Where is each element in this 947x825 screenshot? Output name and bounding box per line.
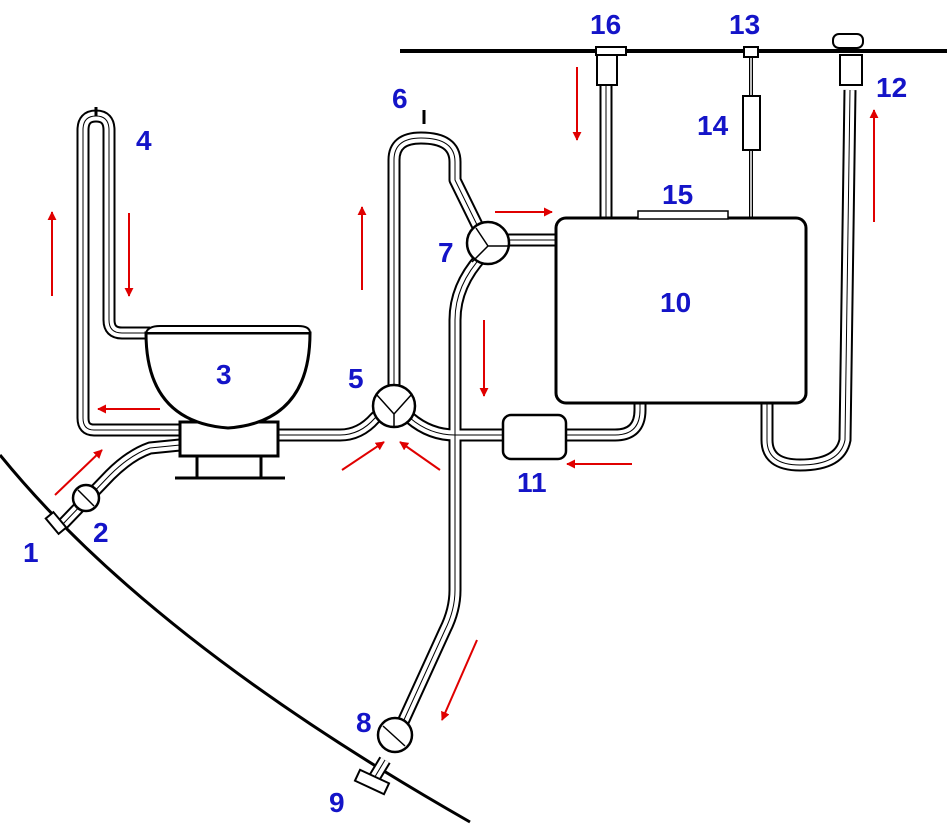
pipe-network — [57, 80, 857, 789]
label-7: 7 — [438, 237, 454, 268]
toilet-bowl — [144, 331, 312, 430]
outlet-seacock — [376, 716, 414, 754]
y-valve-7 — [465, 220, 511, 266]
label-8: 8 — [356, 707, 372, 738]
label-3: 3 — [216, 359, 232, 390]
label-13: 13 — [729, 9, 760, 40]
toilet — [144, 325, 312, 480]
label-6: 6 — [392, 83, 408, 114]
deck-fill-body — [596, 54, 618, 86]
toilet-pedestal — [195, 454, 263, 480]
label-5: 5 — [348, 363, 364, 394]
outlet-thru-hull — [353, 768, 391, 796]
arrow-to-seacock-9 — [441, 639, 478, 721]
toilet-rim — [144, 325, 312, 334]
label-16: 16 — [590, 9, 621, 40]
deck-fill-fitting — [595, 46, 627, 56]
y-valve-5 — [371, 383, 417, 429]
label-12: 12 — [876, 72, 907, 103]
label-9: 9 — [329, 787, 345, 818]
label-14: 14 — [697, 110, 729, 141]
inlet-thru-hull — [44, 510, 68, 536]
pumpout-body — [839, 54, 863, 86]
label-2: 2 — [93, 517, 109, 548]
arrow-into-y-valve-right — [399, 441, 441, 471]
label-11: 11 — [517, 467, 547, 498]
label-4: 4 — [136, 125, 152, 156]
arrow-hull-inlet-up — [54, 449, 103, 496]
vent-filter — [742, 95, 761, 151]
pumpout-cap — [832, 33, 864, 49]
flow-arrows — [47, 67, 879, 721]
vent-fitting — [743, 46, 759, 58]
arrow-into-y-valve-left — [341, 441, 385, 471]
macerator-pump — [501, 413, 568, 461]
label-15: 15 — [662, 179, 693, 210]
inlet-valve — [71, 483, 101, 513]
tank-inspection-plate — [637, 210, 729, 220]
label-10: 10 — [660, 287, 691, 318]
label-1: 1 — [23, 537, 39, 568]
